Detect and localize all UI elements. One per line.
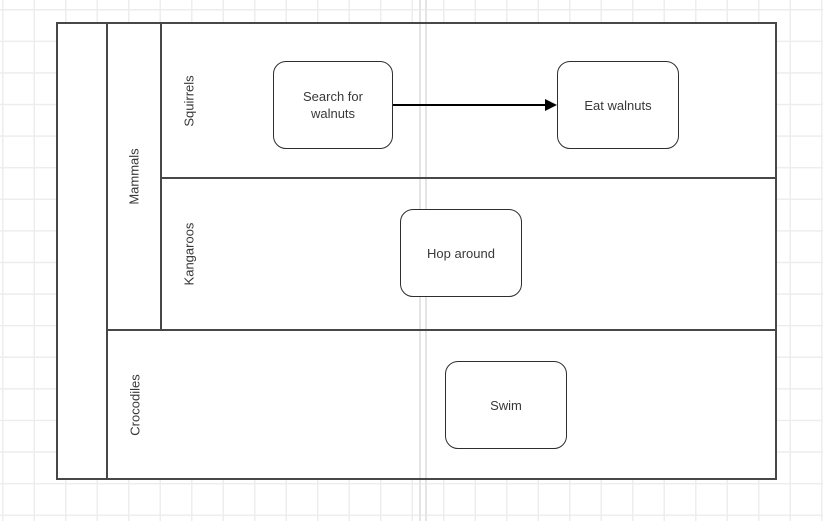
task-search-for-walnuts[interactable]: Search for walnuts xyxy=(273,61,393,149)
task-label: Swim xyxy=(490,397,522,413)
task-hop-around[interactable]: Hop around xyxy=(400,209,522,297)
task-eat-walnuts[interactable]: Eat walnuts xyxy=(557,61,679,149)
arrowhead-icon xyxy=(545,98,557,111)
lane-label-mammals: Mammals xyxy=(126,148,142,205)
squirrels-kangaroos-divider xyxy=(161,177,777,179)
lane-label-crocodiles: Crocodiles xyxy=(127,373,143,436)
pool-title-divider xyxy=(106,22,108,480)
sequence-flow-line[interactable] xyxy=(393,104,545,106)
mammals-title-divider xyxy=(160,22,162,331)
lane-label-squirrels: Squirrels xyxy=(181,74,197,127)
lane-squirrels[interactable]: Squirrels xyxy=(162,24,775,177)
task-label: Eat walnuts xyxy=(584,97,652,113)
lane-crocodiles[interactable]: Crocodiles xyxy=(108,331,775,478)
mammals-crocodiles-divider xyxy=(106,329,777,331)
lane-label-kangaroos: Kangaroos xyxy=(181,222,197,286)
task-label: Hop around xyxy=(427,245,495,261)
lane-mammals[interactable]: Mammals xyxy=(108,24,160,329)
task-label: Search for walnuts xyxy=(303,89,363,121)
task-swim[interactable]: Swim xyxy=(445,361,567,449)
pool-title-cell[interactable] xyxy=(58,24,106,478)
